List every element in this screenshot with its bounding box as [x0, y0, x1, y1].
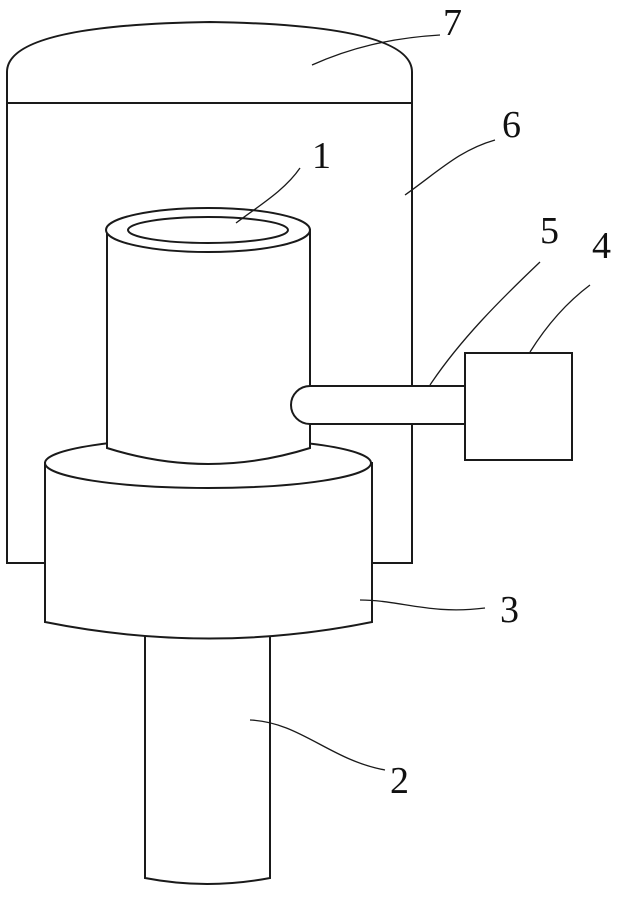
dome-cap	[6, 20, 413, 104]
label-part-6: 6	[502, 104, 521, 146]
lower-shaft	[144, 627, 271, 885]
leader-line-3	[359, 599, 486, 611]
label-part-3: 3	[500, 589, 519, 631]
upper-cylinder	[105, 207, 311, 465]
leader-line-7	[311, 34, 441, 66]
label-part-1: 1	[312, 135, 331, 177]
base-disc	[44, 437, 373, 640]
label-part-7: 7	[443, 2, 462, 44]
leader-line-2	[249, 719, 386, 771]
leader-line-5	[429, 261, 541, 386]
label-part-2: 2	[390, 760, 409, 802]
label-part-5: 5	[540, 210, 559, 252]
leader-line-4	[529, 284, 591, 353]
side-box	[464, 352, 573, 461]
label-part-4: 4	[592, 225, 611, 267]
leader-line-1	[235, 167, 301, 224]
connecting-pipe	[290, 385, 467, 425]
leader-line-6	[404, 139, 496, 196]
